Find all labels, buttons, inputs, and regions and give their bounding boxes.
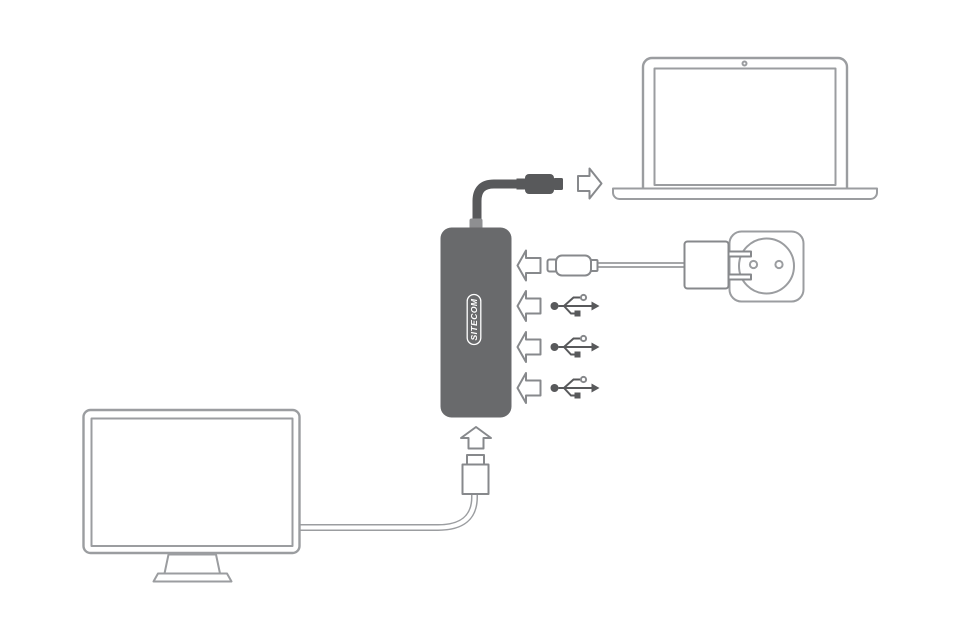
usb-port-rows bbox=[516, 290, 600, 404]
usb-c-cable-to-laptop bbox=[472, 167, 603, 226]
usb-trident-icon bbox=[550, 375, 600, 399]
usb-c-plug-tip bbox=[553, 178, 563, 190]
usb-c-connector-icon bbox=[525, 174, 554, 194]
usb-port-row bbox=[516, 290, 600, 322]
monitor-connection bbox=[82, 408, 492, 583]
arrow-up-icon bbox=[460, 426, 492, 450]
power-plug-icon bbox=[683, 240, 752, 290]
hdmi-body bbox=[461, 463, 490, 495]
monitor-screen bbox=[90, 417, 294, 547]
laptop-webcam bbox=[741, 60, 748, 67]
arrow-left-icon bbox=[516, 372, 542, 404]
usb-port-row bbox=[516, 372, 600, 404]
arrow-left-icon bbox=[516, 290, 542, 322]
laptop-base bbox=[612, 187, 878, 200]
usb-port-row bbox=[516, 331, 600, 363]
laptop-icon bbox=[612, 56, 878, 200]
socket-hole-left bbox=[748, 259, 759, 270]
laptop-screen bbox=[653, 67, 837, 186]
monitor-stand-neck bbox=[163, 553, 221, 575]
power-socket-icon bbox=[728, 230, 805, 303]
socket-hole-right bbox=[774, 259, 784, 270]
power-connector-body bbox=[555, 254, 592, 277]
usb-c-power-connector-icon bbox=[546, 254, 599, 277]
arrow-right-icon bbox=[577, 167, 603, 200]
plug-body bbox=[683, 240, 730, 290]
logo-pill bbox=[466, 293, 482, 346]
hdmi-connector-icon bbox=[461, 454, 490, 495]
monitor-icon bbox=[82, 408, 301, 583]
cable-strain-relief bbox=[469, 218, 483, 230]
plug-prong-top bbox=[725, 250, 752, 258]
monitor-cable bbox=[296, 494, 478, 531]
hub-body bbox=[440, 227, 512, 418]
usb-trident-icon bbox=[550, 334, 600, 358]
usb-trident-icon bbox=[550, 293, 600, 317]
monitor-stand-base bbox=[152, 572, 233, 583]
arrow-left-icon bbox=[516, 249, 542, 282]
usb-c-plug-neck bbox=[516, 178, 526, 190]
power-connection bbox=[516, 230, 805, 303]
socket-well bbox=[738, 237, 795, 295]
usb-c-hub: SITECOM bbox=[440, 218, 512, 418]
arrow-left-icon bbox=[516, 331, 542, 363]
hub-brand-label: SITECOM bbox=[469, 298, 479, 340]
plug-prong-bottom bbox=[725, 273, 752, 281]
hub-brand-logo: SITECOM bbox=[466, 293, 482, 346]
